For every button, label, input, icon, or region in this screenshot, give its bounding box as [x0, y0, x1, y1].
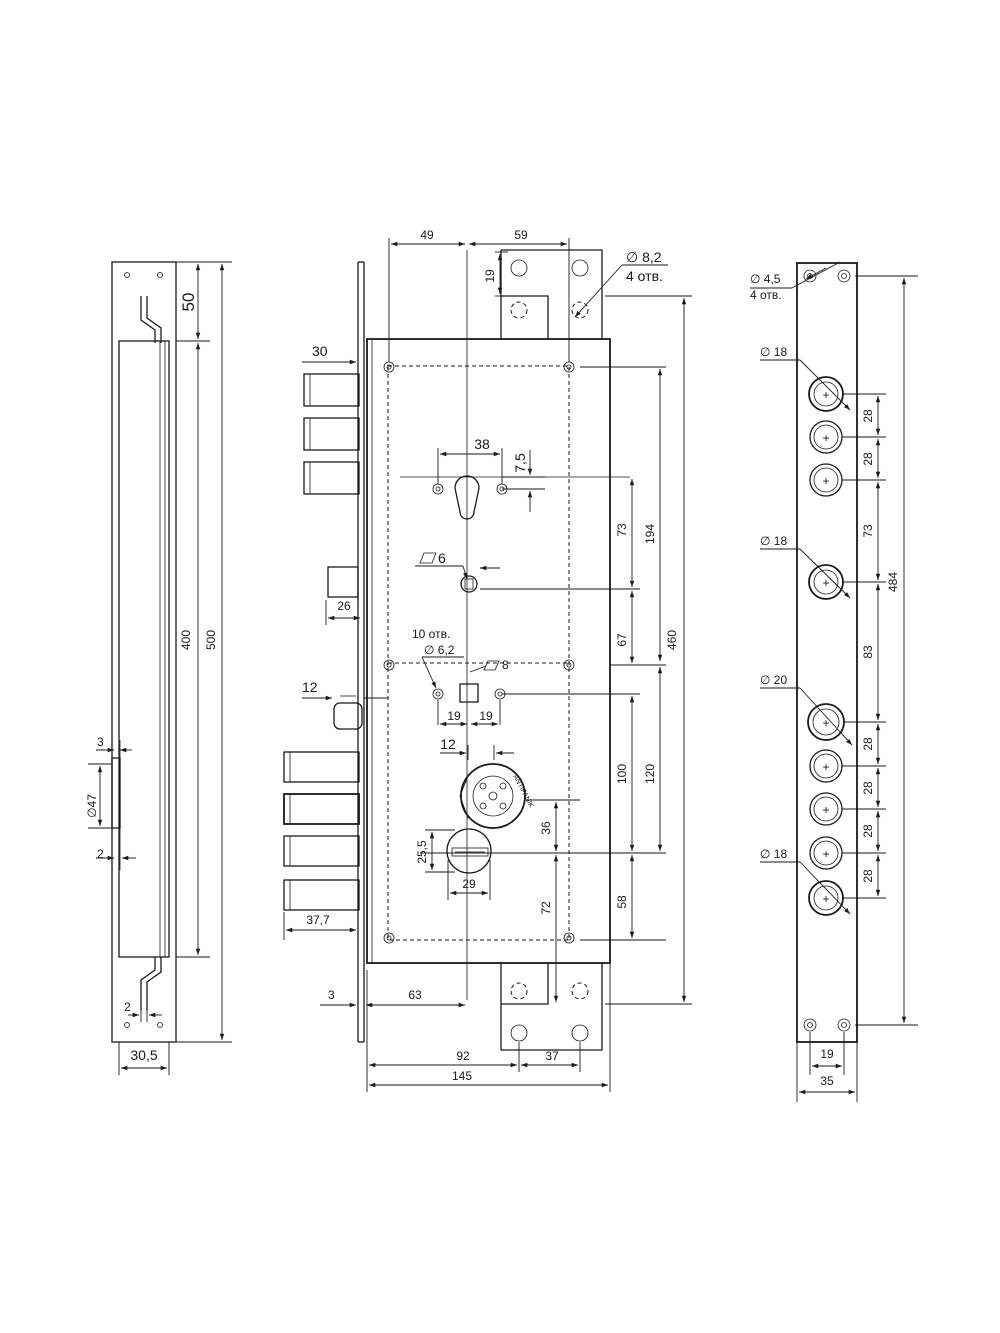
dim-3-plate: 3	[328, 988, 335, 1002]
dim-145: 145	[452, 1069, 472, 1083]
dim-67: 67	[615, 633, 629, 647]
upper-bolts	[303, 373, 360, 495]
antipanik-engraving: ANTIPANIK	[511, 774, 534, 810]
dim-8-square: 8	[502, 658, 509, 672]
strike-hole-cross: +	[822, 892, 829, 906]
dim-12-latch: 12	[302, 679, 318, 695]
strike-hole-cross: +	[822, 760, 829, 774]
dim-83: 83	[861, 645, 875, 659]
handle-spindle	[432, 683, 506, 703]
dim-8-2-diameter: ∅ 8,2	[626, 249, 662, 265]
key-cylinder	[446, 828, 492, 874]
dim-37: 37	[545, 1049, 559, 1063]
dim-2-side: 2	[97, 847, 104, 861]
dim-19-left: 19	[447, 709, 461, 723]
dim-28-b: 28	[861, 452, 875, 466]
dim-29: 29	[462, 877, 476, 891]
dim-30-5: 30,5	[130, 1047, 157, 1063]
gear-mechanism: ANTIPANIK	[459, 763, 535, 829]
dim-18-c: ∅ 18	[760, 847, 787, 861]
dim-460: 460	[665, 630, 679, 650]
side-view-dimensions: 50 400 500 3 ∅47 2 2 30,5	[85, 261, 232, 1075]
strike-hole-cross: +	[822, 431, 829, 445]
dim-47-diameter: ∅47	[85, 794, 99, 818]
strike-hole-cross: +	[822, 803, 829, 817]
dim-59: 59	[514, 228, 528, 242]
dim-6-2-diameter: ∅ 6,2	[424, 643, 455, 657]
dim-3-side: 3	[97, 735, 104, 749]
dim-49: 49	[420, 228, 434, 242]
dim-28-a: 28	[861, 409, 875, 423]
dim-36: 36	[539, 821, 553, 835]
dim-26: 26	[337, 599, 351, 613]
dim-4-holes-top: 4 отв.	[626, 268, 663, 284]
dim-92: 92	[456, 1049, 470, 1063]
dim-4-5-diameter: ∅ 4,5	[750, 272, 781, 286]
front-view-dimensions: 49 59 19 ∅ 8,2 4 отв. 460 30 38 7,5 6 73	[283, 228, 692, 1092]
dim-25-5: 25,5	[415, 840, 429, 864]
square-spindle-6	[460, 575, 478, 593]
dim-18-a: ∅ 18	[760, 345, 787, 359]
dim-28-c: 28	[861, 737, 875, 751]
dim-120: 120	[643, 764, 657, 784]
dim-6-square: 6	[438, 550, 446, 566]
dim-19-right: 19	[479, 709, 493, 723]
dim-100: 100	[615, 764, 629, 784]
lower-bolts	[283, 751, 360, 911]
dim-10-holes: 10 отв.	[412, 627, 450, 641]
top-bracket	[500, 249, 603, 339]
small-latch	[327, 566, 359, 598]
strike-plate	[796, 262, 858, 1043]
dim-30-bolt: 30	[312, 343, 328, 359]
dim-20: ∅ 20	[760, 673, 787, 687]
dim-500: 500	[204, 630, 218, 650]
dim-73: 73	[615, 523, 629, 537]
dim-35: 35	[820, 1074, 834, 1088]
dim-28-d: 28	[861, 781, 875, 795]
dim-400: 400	[179, 630, 193, 650]
strike-hole-cross: +	[822, 576, 829, 590]
dim-19-bracket: 19	[483, 269, 497, 283]
dim-58: 58	[615, 895, 629, 909]
dim-19-strike: 19	[820, 1047, 834, 1061]
night-latch	[333, 702, 363, 730]
dim-28-e: 28	[861, 824, 875, 838]
dim-63: 63	[408, 988, 422, 1002]
lock-body	[357, 250, 611, 1043]
dim-7-5: 7,5	[512, 453, 528, 473]
strike-hole-cross: +	[822, 847, 829, 861]
dim-37-7: 37,7	[306, 913, 330, 927]
strike-plate-dimensions: ∅ 4,5 4 отв. 484 ∅ 18 ∅ 18 ∅ 20 ∅ 18	[750, 261, 918, 1102]
cylinder-cutout	[400, 475, 630, 520]
dim-484: 484	[886, 572, 900, 592]
strike-holes: + + + + + + + + +	[807, 376, 845, 916]
strike-hole-cross: +	[822, 388, 829, 402]
dim-50: 50	[179, 293, 198, 312]
strike-hole-cross: +	[822, 716, 829, 730]
dim-72: 72	[539, 901, 553, 915]
dim-73-strike: 73	[861, 524, 875, 538]
dim-12-gear: 12	[440, 736, 456, 752]
dim-18-b: ∅ 18	[760, 534, 787, 548]
side-view	[111, 261, 177, 1043]
strike-hole-cross: +	[822, 474, 829, 488]
dim-4-holes-strike: 4 отв.	[750, 288, 782, 302]
bottom-bracket	[500, 963, 603, 1051]
dim-28-f: 28	[861, 869, 875, 883]
dim-2-bottom: 2	[124, 1000, 131, 1014]
dim-194: 194	[643, 524, 657, 544]
dim-38: 38	[474, 436, 490, 452]
